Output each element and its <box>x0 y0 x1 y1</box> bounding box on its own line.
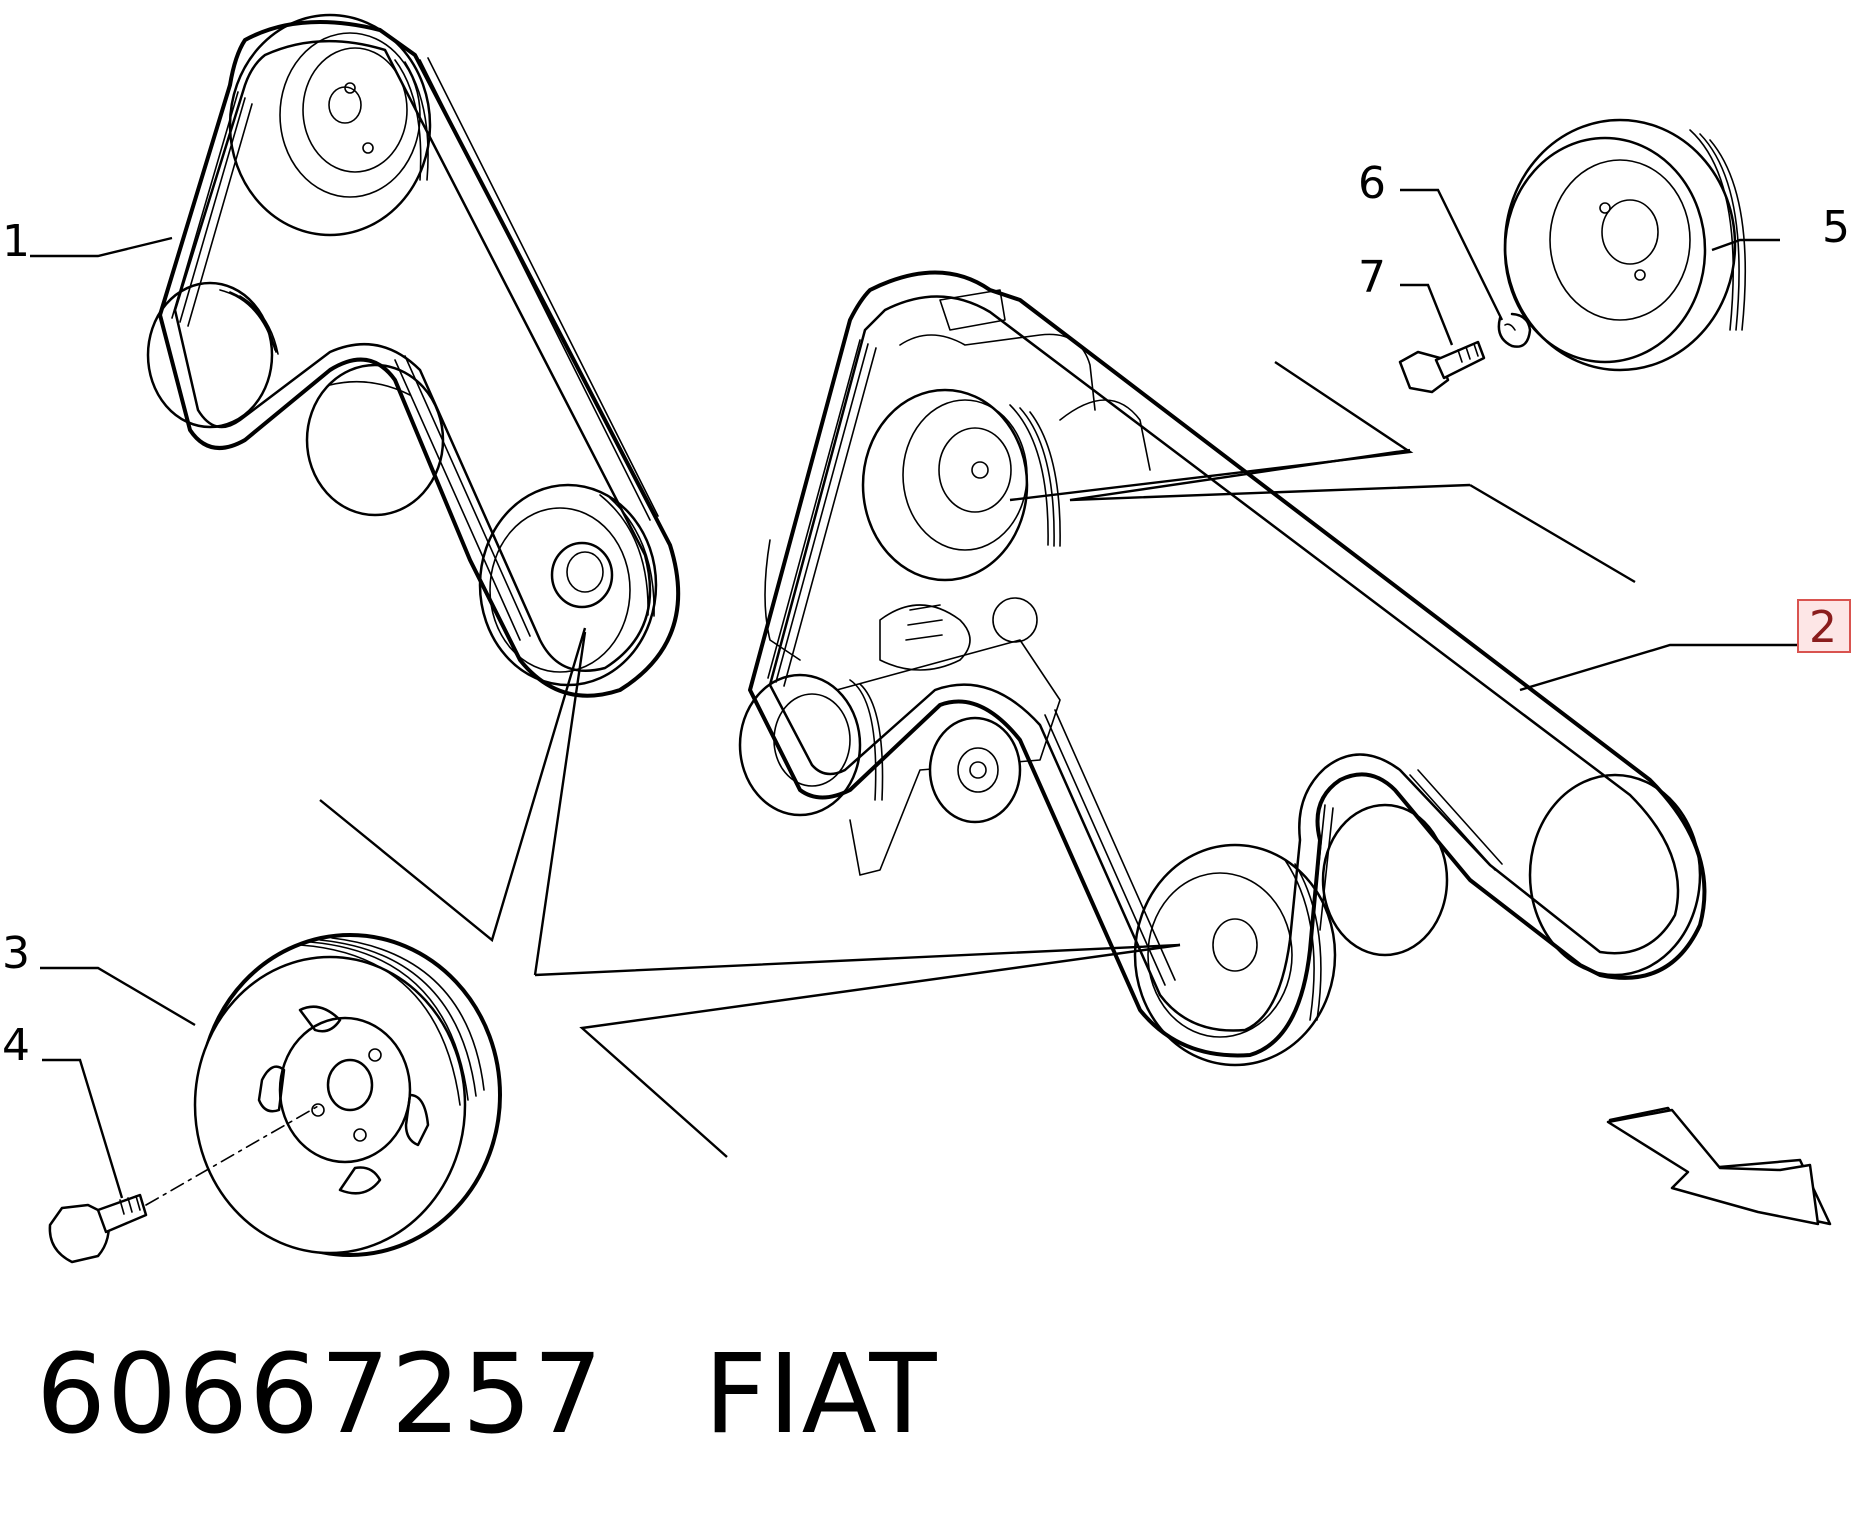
bolt-item-4 <box>48 1104 321 1264</box>
alternator-pulley <box>861 388 1061 582</box>
tensioner-pulley-center <box>928 716 1022 824</box>
callout-2-highlight <box>1797 599 1851 653</box>
callout-1[interactable]: 1 <box>2 216 30 267</box>
washer-item-6 <box>1497 312 1532 348</box>
pulley-item-5 <box>1503 118 1746 372</box>
crank-pulley-item-3 <box>193 933 502 1257</box>
water-pump-pulley <box>1528 773 1702 977</box>
idler-pulley-center <box>1321 803 1449 957</box>
pointer-lines <box>319 361 1636 1158</box>
belt-assembly-left <box>146 13 681 698</box>
callout-3[interactable]: 3 <box>2 928 30 979</box>
bolt-item-7 <box>1398 340 1486 394</box>
callout-2[interactable]: 2 <box>1809 602 1837 653</box>
top-pulley-left <box>228 13 432 237</box>
crank-pulley-center <box>1133 843 1337 1067</box>
belt-assembly-right <box>738 270 1707 1067</box>
callout-7[interactable]: 7 <box>1358 252 1386 303</box>
part-caption: 60667257 FIAT <box>36 1330 938 1458</box>
idler-pulley-left <box>305 363 445 517</box>
callout-leaders <box>30 188 1800 1199</box>
callout-6[interactable]: 6 <box>1358 158 1386 209</box>
callout-5[interactable]: 5 <box>1822 202 1850 253</box>
tensioner-pulley-left <box>478 483 658 687</box>
direction-arrow-icon <box>1606 1106 1832 1226</box>
callout-4[interactable]: 4 <box>2 1020 30 1071</box>
part-number: 60667257 <box>36 1330 604 1458</box>
callout-labels: 1 2 3 4 5 6 7 <box>2 158 1851 1071</box>
brand-name: FIAT <box>703 1330 938 1458</box>
power-steering-pulley <box>738 673 884 817</box>
